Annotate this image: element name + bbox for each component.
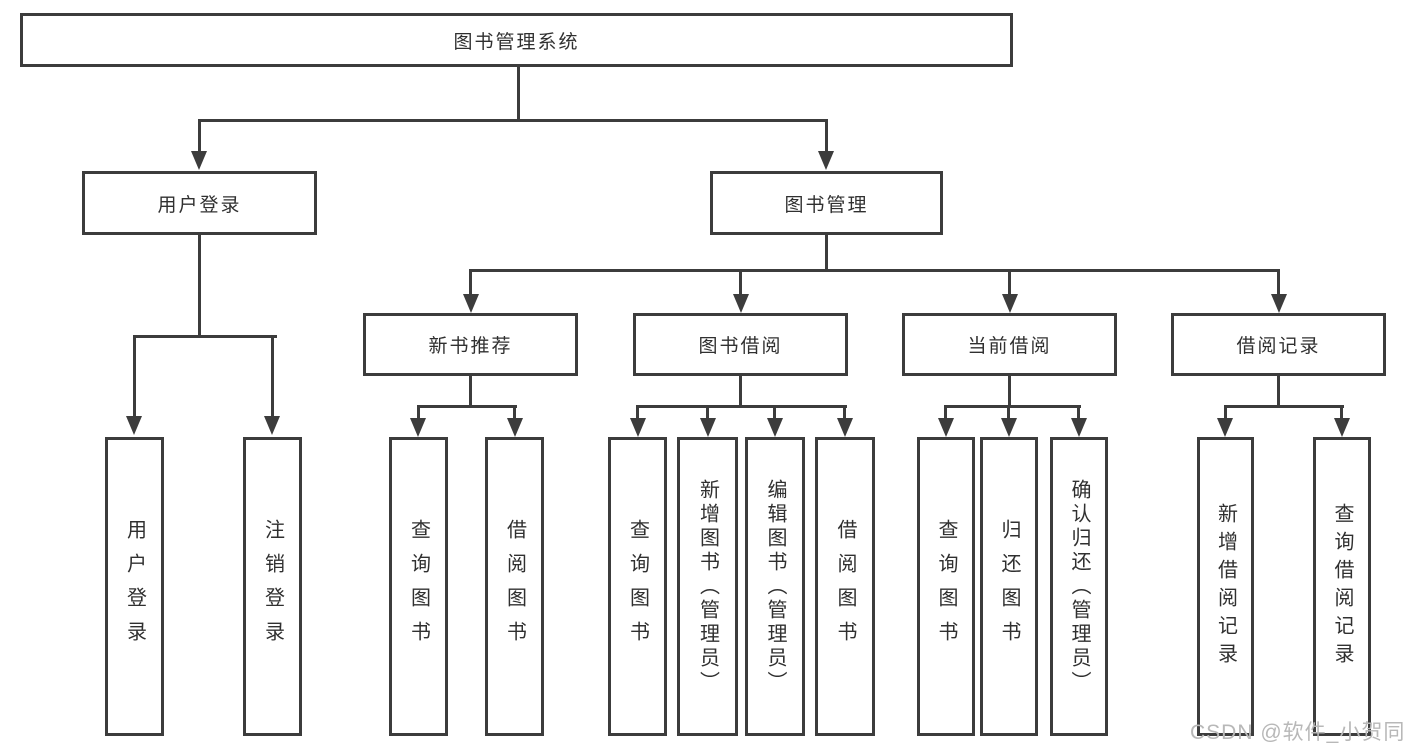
connector-line [198, 119, 828, 122]
connector-line [1277, 269, 1280, 296]
connector-line [739, 376, 742, 407]
node-borrowing-records: 借阅记录 [1171, 313, 1386, 376]
node-label: 图书管理系统 [453, 31, 580, 53]
arrowhead [1271, 294, 1287, 313]
connector-line [133, 335, 277, 338]
connector-line [739, 269, 742, 296]
arrowhead [1334, 418, 1350, 437]
connector-line [469, 376, 472, 407]
leaf-logout: 注销登录 [243, 437, 302, 736]
node-label: 确认归还（管理员） [1068, 478, 1090, 695]
connector-line [706, 405, 709, 421]
arrowhead [1217, 418, 1233, 437]
node-book-management-group: 图书管理 [710, 171, 943, 235]
node-label: 查询图书 [935, 518, 957, 655]
node-label: 查询图书 [626, 518, 649, 655]
leaf-confirm-return-admin: 确认归还（管理员） [1050, 437, 1108, 736]
connector-line [1007, 405, 1010, 421]
leaf-borrow-books-2: 借阅图书 [815, 437, 875, 736]
connector-line [636, 405, 847, 408]
node-library-system: 图书管理系统 [20, 13, 1013, 67]
connector-line [1008, 376, 1011, 407]
node-label: 图书管理 [784, 194, 869, 216]
leaf-user-login: 用户登录 [105, 437, 164, 736]
connector-line [944, 405, 947, 421]
connector-line [825, 119, 828, 153]
arrowhead [818, 151, 834, 170]
arrowhead [126, 416, 142, 435]
node-label: 用户登录 [157, 194, 242, 216]
node-label: 当前借阅 [967, 336, 1052, 357]
arrowhead [1071, 418, 1087, 437]
connector-line [944, 405, 1081, 408]
leaf-add-borrow-record: 新增借阅记录 [1197, 437, 1254, 736]
node-label: 查询借阅记录 [1331, 502, 1353, 671]
connector-line [198, 235, 201, 338]
arrowhead [733, 294, 749, 313]
connector-line [636, 405, 639, 421]
connector-line [469, 269, 1280, 272]
node-label: 归还图书 [998, 518, 1020, 655]
node-label: 查询图书 [407, 518, 430, 655]
connector-line [1340, 405, 1343, 421]
arrowhead [938, 418, 954, 437]
node-label: 注销登录 [261, 518, 284, 655]
connector-line [417, 405, 517, 408]
csdn-watermark: CSDN @软件_小贺同学 [1190, 721, 1405, 744]
arrowhead [410, 418, 426, 437]
connector-line [513, 405, 516, 421]
node-label: 图书借阅 [698, 336, 783, 357]
arrowhead [700, 418, 716, 437]
leaf-add-books-admin: 新增图书（管理员） [677, 437, 738, 736]
connector-line [1224, 405, 1227, 421]
arrowhead [1002, 294, 1018, 313]
arrowhead [191, 151, 207, 170]
node-user-login-group: 用户登录 [82, 171, 317, 235]
node-book-borrowing: 图书借阅 [633, 313, 848, 376]
connector-line [198, 119, 201, 153]
connector-line [271, 335, 274, 418]
connector-line [417, 405, 420, 421]
connector-line [1277, 376, 1280, 407]
leaf-query-books-1: 查询图书 [389, 437, 448, 736]
node-label: 新增借阅记录 [1214, 502, 1237, 671]
leaf-query-books-3: 查询图书 [917, 437, 975, 736]
connector-line [825, 235, 828, 272]
leaf-borrow-books-1: 借阅图书 [485, 437, 544, 736]
arrowhead [837, 418, 853, 437]
leaf-query-books-2: 查询图书 [608, 437, 667, 736]
node-label: 借阅图书 [834, 518, 856, 655]
leaf-edit-books-admin: 编辑图书（管理员） [745, 437, 805, 736]
connector-line [469, 269, 472, 296]
node-label: 借阅记录 [1236, 336, 1321, 357]
arrowhead [1001, 418, 1017, 437]
connector-line [1077, 405, 1080, 421]
arrowhead [767, 418, 783, 437]
node-current-borrowing: 当前借阅 [902, 313, 1117, 376]
node-new-book-recommend: 新书推荐 [363, 313, 578, 376]
node-label: 编辑图书（管理员） [764, 478, 786, 695]
node-label: 用户登录 [123, 518, 146, 655]
leaf-return-books: 归还图书 [980, 437, 1038, 736]
arrowhead [463, 294, 479, 313]
connector-line [843, 405, 846, 421]
connector-line [517, 67, 520, 120]
node-label: 新增图书（管理员） [696, 478, 719, 695]
arrowhead [507, 418, 523, 437]
node-label: 借阅图书 [503, 518, 526, 655]
node-label: 新书推荐 [428, 336, 513, 357]
connector-line [1008, 269, 1011, 296]
leaf-query-borrow-record: 查询借阅记录 [1313, 437, 1371, 736]
connector-line [133, 335, 136, 418]
connector-line [1224, 405, 1344, 408]
arrowhead [264, 416, 280, 435]
arrowhead [630, 418, 646, 437]
connector-line [773, 405, 776, 421]
